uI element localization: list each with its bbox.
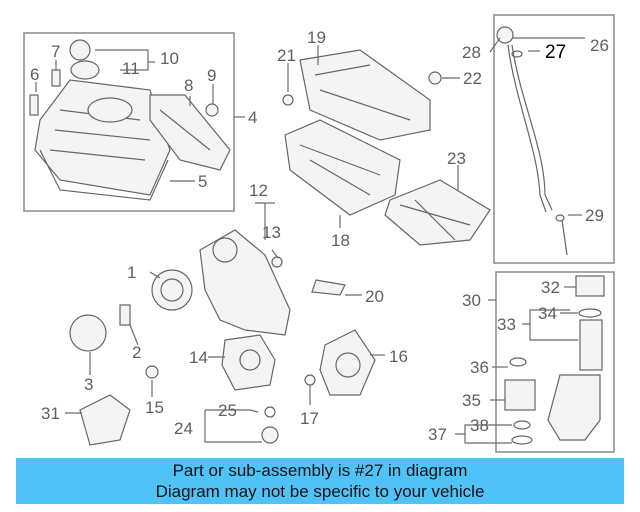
- callout-16: 16: [389, 347, 408, 366]
- callout-32: 32: [541, 278, 560, 297]
- valve-cover-group-box: [23, 32, 235, 212]
- callout-10: 10: [160, 49, 179, 68]
- callout-6: 6: [30, 65, 39, 84]
- callout-11: 11: [122, 59, 140, 78]
- oil-pan-drawing: [282, 49, 491, 246]
- callout-38: 38: [470, 416, 489, 435]
- caption-banner: Part or sub-assembly is #27 in diagram D…: [16, 458, 624, 504]
- oil-filter-drawing: [504, 275, 605, 445]
- callout-18: 18: [331, 231, 350, 250]
- callout-30: 30: [462, 291, 481, 310]
- callout-9: 9: [207, 66, 216, 85]
- timing-cover-drawing: [69, 229, 376, 446]
- callout-3: 3: [84, 375, 93, 394]
- callout-13: 13: [262, 223, 281, 242]
- caption-line-1: Part or sub-assembly is #27 in diagram: [172, 461, 468, 480]
- callout-26: 26: [590, 36, 609, 55]
- callout-25: 25: [218, 401, 237, 420]
- callout-12: 12: [249, 181, 268, 200]
- callout-36: 36: [470, 358, 489, 377]
- callout-2: 2: [132, 343, 141, 362]
- callout-20: 20: [365, 287, 384, 306]
- callout-5: 5: [198, 172, 207, 191]
- callout-24: 24: [174, 419, 193, 438]
- callout-labels: 1 2 3 4 5 6 7 8 9 10 11 12 13 14 15 16 1…: [30, 28, 609, 444]
- callout-31: 31: [41, 404, 60, 423]
- dipstick-drawing: [496, 26, 568, 256]
- callout-21: 21: [277, 46, 296, 65]
- oil-filter-group-box: [495, 271, 615, 453]
- caption-line-2: Diagram may not be specific to your vehi…: [155, 482, 485, 501]
- callout-28: 28: [462, 43, 481, 62]
- callout-19: 19: [307, 28, 326, 47]
- callout-14: 14: [189, 348, 208, 367]
- callout-35: 35: [462, 391, 481, 410]
- callout-4: 4: [248, 108, 257, 127]
- callout-1: 1: [127, 263, 136, 282]
- callout-23: 23: [447, 149, 466, 168]
- callout-8: 8: [184, 76, 193, 95]
- callout-7: 7: [51, 42, 60, 61]
- parts-diagram: 1 2 3 4 5 6 7 8 9 10 11 12 13 14 15 16 1…: [23, 14, 615, 453]
- leader-lines: [35, 37, 585, 444]
- callout-15: 15: [145, 398, 164, 417]
- callout-29: 29: [585, 206, 604, 225]
- callout-17: 17: [300, 409, 319, 428]
- callout-22: 22: [463, 69, 482, 88]
- callout-27: 27: [545, 42, 566, 63]
- valve-cover-drawing: [29, 39, 231, 201]
- callout-34: 34: [538, 304, 557, 323]
- callout-37: 37: [428, 425, 447, 444]
- dipstick-group-box: [493, 14, 615, 264]
- callout-33: 33: [497, 315, 516, 334]
